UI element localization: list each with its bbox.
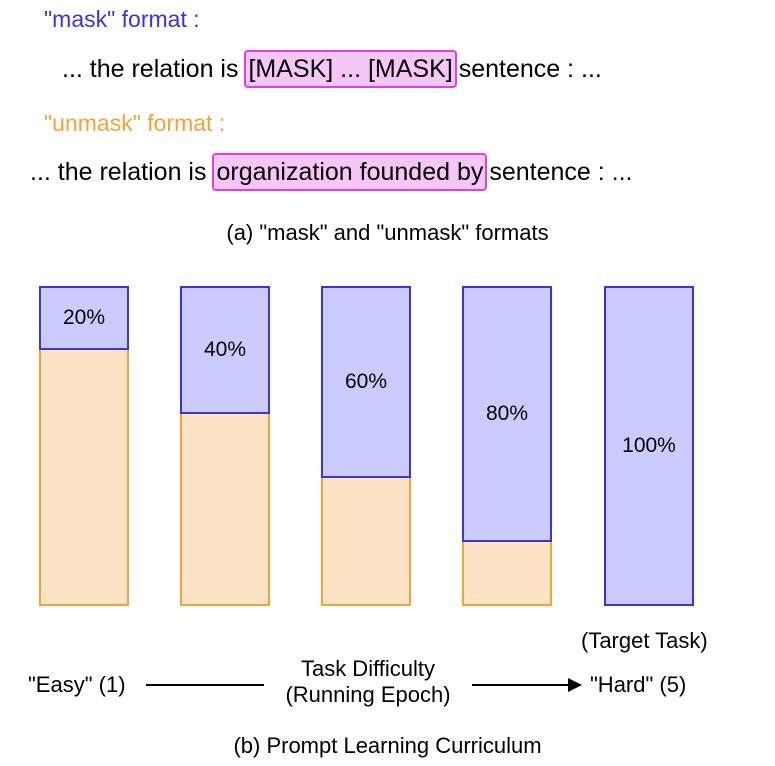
axis-label-line2: (Running Epoch): [285, 682, 451, 707]
curriculum-bar: 100%: [604, 286, 694, 606]
unmask-suffix: sentence : ...: [489, 157, 633, 186]
mask-segment: [180, 286, 270, 414]
curriculum-bar: 60%: [321, 286, 411, 606]
unmask-segment: [321, 476, 411, 606]
unmask-highlight: organization founded by: [212, 153, 488, 191]
mask-segment: [321, 286, 411, 478]
axis-label: Task Difficulty (Running Epoch): [268, 656, 468, 708]
target-task-label: (Target Task): [581, 628, 708, 653]
unmask-prefix: ... the relation is: [30, 157, 207, 186]
curriculum-bar: 80%: [462, 286, 552, 606]
axis-line-left: [146, 684, 264, 686]
mask-segment: [462, 286, 552, 542]
arrow-head-icon: [568, 678, 582, 692]
unmask-format-title: "unmask" format :: [44, 110, 226, 136]
mask-format-title: "mask" format :: [44, 6, 200, 32]
hard-label: "Hard" (5): [590, 672, 687, 697]
mask-percent-label: 100%: [622, 434, 676, 457]
unmask-format-example: ... the relation is organization founded…: [30, 153, 633, 191]
caption-a: (a) "mask" and "unmask" formats: [226, 220, 549, 245]
mask-percent-label: 60%: [344, 370, 388, 393]
curriculum-bar: 20%: [39, 286, 129, 606]
caption-b: (b) Prompt Learning Curriculum: [233, 733, 542, 758]
mask-percent-label: 20%: [62, 306, 106, 329]
mask-segment: [604, 286, 694, 606]
axis-line-right: [472, 684, 572, 686]
unmask-segment: [39, 348, 129, 606]
unmask-segment: [462, 540, 552, 606]
unmask-segment: [180, 412, 270, 606]
mask-format-example: ... the relation is [MASK] ... [MASK] se…: [62, 50, 602, 88]
mask-percent-label: 80%: [485, 402, 529, 425]
mask-suffix: sentence : ...: [458, 54, 602, 83]
mask-highlight: [MASK] ... [MASK]: [244, 50, 457, 88]
curriculum-bar: 40%: [180, 286, 270, 606]
mask-percent-label: 40%: [203, 338, 247, 361]
mask-segment: [39, 286, 129, 350]
easy-label: "Easy" (1): [28, 672, 126, 697]
mask-prefix: ... the relation is: [62, 54, 239, 83]
axis-label-line1: Task Difficulty: [300, 656, 436, 681]
